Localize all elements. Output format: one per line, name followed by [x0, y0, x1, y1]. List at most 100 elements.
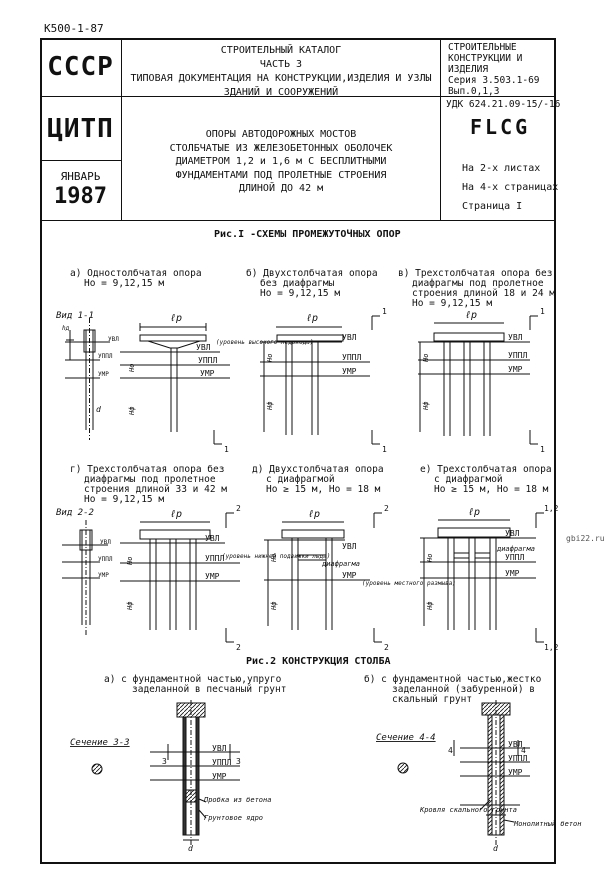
- caption-line: д) Двухстолбчатая опора: [252, 464, 384, 475]
- caption-line: без диафрагмы: [260, 278, 335, 289]
- catalog-line: ЗДАНИЙ И СООРУЖЕНИЙ: [223, 87, 339, 98]
- series-line: Серия 3.503.1-69: [448, 75, 540, 86]
- catalog-line: ТИПОВАЯ ДОКУМЕНТАЦИЯ НА КОНСТРУКЦИИ,ИЗДЕ…: [130, 73, 432, 84]
- caption-line: Но = 9,12,15 м: [84, 494, 165, 505]
- level-uvl: УВЛ: [505, 529, 520, 538]
- caption-line: е) Трехстолбчатая опора: [420, 464, 552, 475]
- catalog-line: СТРОИТЕЛЬНЫЙ КАТАЛОГ: [220, 45, 342, 56]
- section-mark: 2: [236, 504, 241, 513]
- class-code: FLCG: [470, 115, 531, 139]
- figure-2-title: Рис.2 КОНСТРУКЦИЯ СТОЛБА: [246, 656, 391, 667]
- series-line: ИЗДЕЛИЯ: [448, 64, 489, 75]
- level-uvl: УВЛ: [108, 336, 119, 343]
- span-label: ℓр: [306, 313, 318, 324]
- title-line: ДИАМЕТРОМ 1,2 и 1,6 м С БЕСПЛИТНЫМИ: [175, 156, 387, 167]
- header-divider: [40, 96, 556, 97]
- figure-1-title: Рис.I -СХЕМЫ ПРОМЕЖУТОЧНЫХ ОПОР: [214, 229, 401, 240]
- pier-b-elevation: [260, 315, 380, 445]
- pier-e-elevation: [420, 512, 544, 643]
- level-uvl: УВЛ: [212, 744, 227, 753]
- level-uvl: УВЛ: [205, 534, 220, 543]
- title-line: СТОЛБЧАТЫЕ ИЗ ЖЕЛЕЗОБЕТОННЫХ ОБОЛОЧЕК: [169, 142, 393, 154]
- header-col-line-1: [121, 38, 122, 220]
- section-mark: 4: [448, 746, 453, 755]
- note-low-ice: (уровень нижней подвижки льда): [222, 553, 330, 560]
- rock-top-label: Кровля скального грунта: [419, 806, 517, 814]
- org-citp: ЦИТП: [47, 114, 114, 144]
- diameter-label: d: [493, 844, 498, 853]
- caption-v: в) Трехстолбчатая опора без диафрагмы по…: [398, 269, 555, 309]
- height-ho: Но: [422, 354, 430, 363]
- caption-line: скальный грунт: [392, 694, 473, 705]
- view-2-2-section: [62, 520, 108, 635]
- title-line: ДЛИНОЙ ДО 42 м: [238, 183, 324, 194]
- height-hf: Нф: [266, 402, 274, 411]
- pier-v-elevation: [213, 315, 538, 445]
- series-line: Вып.0,1,3: [448, 86, 500, 97]
- header-left-divider: [40, 160, 121, 161]
- height-hf: Нф: [126, 602, 134, 611]
- section-mark: 1,2: [544, 643, 559, 652]
- caption-line: а) Одностолбчатая опора: [70, 268, 202, 279]
- level-uppl: УППЛ: [212, 758, 231, 767]
- level-umr: УМР: [508, 768, 523, 777]
- section-mark: 1: [224, 445, 229, 454]
- catalog-title: СТРОИТЕЛЬНЫЙ КАТАЛОГ ЧАСТЬ 3 ТИПОВАЯ ДОК…: [122, 44, 440, 100]
- level-umr: УМР: [98, 572, 109, 579]
- level-uvl: УВЛ: [508, 333, 523, 342]
- diaphragm-label: диафрагма: [321, 560, 360, 568]
- caption-line: б) Двухстолбчатая опора: [246, 268, 378, 279]
- view-2-2-label: Вид 2-2: [56, 508, 94, 518]
- height-ho: Но: [126, 557, 134, 566]
- level-uvl: УВЛ: [508, 740, 523, 749]
- sheet-count: На 2-х листах: [462, 163, 541, 174]
- height-hf: Нф: [128, 407, 136, 416]
- caption-fig2-b: б) с фундаментной частью,жестко заделанн…: [364, 675, 541, 705]
- catalog-line: ЧАСТЬ 3: [259, 59, 303, 70]
- height-ho: Но: [128, 364, 136, 373]
- section-mark: 1,2: [544, 504, 559, 513]
- level-uppl: УППЛ: [98, 353, 113, 360]
- section-mark: 1: [540, 307, 545, 316]
- caption-line: а) с фундаментной частью,упруго: [104, 674, 282, 685]
- section-4-4-label: Сечение 4-4: [376, 733, 436, 743]
- level-uppl: УППЛ: [205, 554, 224, 563]
- title-line: ОПОРЫ АВТОДОРОЖНЫХ МОСТОВ: [205, 129, 357, 140]
- side-watermark: gbi22.ru: [566, 534, 604, 543]
- view-1-1-section: [65, 318, 110, 440]
- span-label: ℓр: [465, 310, 477, 321]
- caption-line: заделанной (забуренной) в: [392, 684, 535, 695]
- level-umr: УМР: [200, 369, 215, 378]
- section-mark: 1: [382, 445, 387, 454]
- level-uppl: УППЛ: [505, 553, 524, 562]
- series-block: СТРОИТЕЛЬНЫЕ КОНСТРУКЦИИ И ИЗДЕЛИЯ Серия…: [448, 42, 540, 97]
- header-bottom-line: [40, 220, 556, 221]
- height-ho: Но: [266, 354, 274, 363]
- level-uvl: УВЛ: [342, 542, 357, 551]
- section-mark: 1: [540, 445, 545, 454]
- caption-g: г) Трехстолбчатая опора без диафрагмы по…: [70, 465, 227, 505]
- height-hf: Нф: [426, 602, 434, 611]
- level-uppl: УППЛ: [342, 353, 361, 362]
- caption-line: Но ≥ 15 м, Но = 18 м: [434, 484, 549, 495]
- level-umr: УМР: [508, 365, 523, 374]
- monolithic-concrete-label: Монолитный бетон: [513, 820, 581, 828]
- udk-code: УДК 624.21.09-15/-16: [446, 99, 561, 110]
- level-umr: УМР: [98, 371, 109, 378]
- view-1-1-label: Вид 1-1: [56, 311, 94, 321]
- diameter-label: d: [188, 844, 193, 853]
- span-label: ℓр: [308, 509, 320, 520]
- note-high-ice: (уровень высокого ледохода): [216, 339, 314, 346]
- height-hf: Нф: [422, 402, 430, 411]
- soil-core-label: Грунтовое ядро: [204, 814, 263, 822]
- height-ho: Но: [270, 554, 278, 563]
- caption-line: Но = 9,12,15 м: [84, 278, 165, 289]
- issue-year: 1987: [54, 184, 107, 209]
- caption-line: диафрагмы под пролетное: [84, 474, 216, 485]
- level-umr: УМР: [342, 367, 357, 376]
- section-mark: 3: [162, 757, 167, 766]
- section-mark: 2: [384, 504, 389, 513]
- org-ussr: СССР: [47, 52, 114, 82]
- level-uvl: УВЛ: [196, 343, 211, 352]
- level-umr: УМР: [212, 772, 227, 781]
